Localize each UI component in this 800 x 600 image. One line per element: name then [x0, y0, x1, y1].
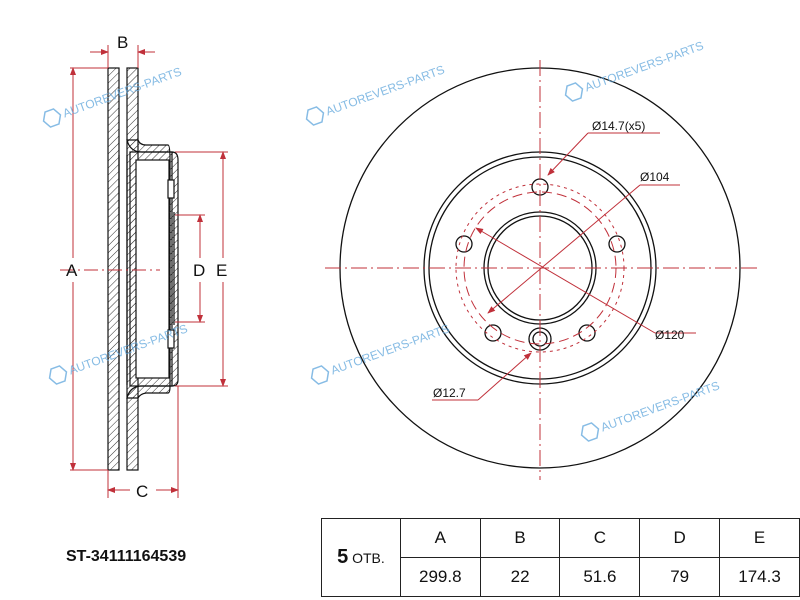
- bolt-hole: [484, 324, 502, 342]
- bolt-hole: [608, 235, 626, 253]
- value-e: 174.3: [719, 557, 800, 597]
- header-b: B: [479, 518, 561, 558]
- part-number: ST-34111164539: [66, 548, 187, 565]
- dimensions-table: 5 ОТВ. A B C D E 299.8 22 51.6 79 174.3: [321, 518, 800, 597]
- header-a: A: [399, 518, 481, 558]
- label-small-hole-diameter: Ø12.7: [433, 386, 466, 400]
- watermark-text: AUTOREVERS-PARTS: [599, 378, 722, 434]
- watermark-text: AUTOREVERS-PARTS: [329, 321, 452, 377]
- watermark-text: AUTOREVERS-PARTS: [324, 62, 447, 118]
- side-view: [107, 67, 179, 471]
- dim-label-c: C: [136, 482, 148, 501]
- header-d: D: [639, 518, 721, 558]
- value-a: 299.8: [399, 557, 481, 597]
- watermark-text: AUTOREVERS-PARTS: [61, 64, 184, 120]
- header-e: E: [719, 518, 800, 558]
- value-b: 22: [479, 557, 561, 597]
- side-view-dimensions: [60, 45, 228, 498]
- bolt-hole: [455, 235, 473, 253]
- header-c: C: [559, 518, 641, 558]
- watermark-logo-icon: AUTOREVERS-PARTS: [310, 321, 452, 385]
- watermark-logo-icon: AUTOREVERS-PARTS: [305, 62, 447, 126]
- dim-label-e: E: [216, 261, 227, 280]
- table-values-row: 299.8 22 51.6 79 174.3: [322, 557, 800, 597]
- dim-label-a: A: [66, 261, 78, 280]
- value-d: 79: [639, 557, 721, 597]
- watermark-logo-icon: AUTOREVERS-PARTS: [580, 378, 722, 442]
- dim-label-b: B: [117, 33, 128, 52]
- holes-unit: ОТВ.: [352, 550, 385, 566]
- table-header-row: 5 ОТВ. A B C D E: [321, 518, 800, 597]
- watermark-text: AUTOREVERS-PARTS: [583, 38, 706, 94]
- holes-count: 5: [337, 546, 349, 568]
- label-bolt-circle-diameter: Ø120: [655, 328, 685, 342]
- value-c: 51.6: [559, 557, 641, 597]
- holes-count-cell: 5 ОТВ.: [321, 518, 401, 597]
- label-bolt-hole-diameter: Ø14.7(x5): [592, 119, 645, 133]
- dim-label-d: D: [193, 261, 205, 280]
- watermark-logo-icon: AUTOREVERS-PARTS: [564, 38, 706, 102]
- label-center-bore-diameter: Ø104: [640, 170, 670, 184]
- front-view-centerlines: [325, 60, 760, 480]
